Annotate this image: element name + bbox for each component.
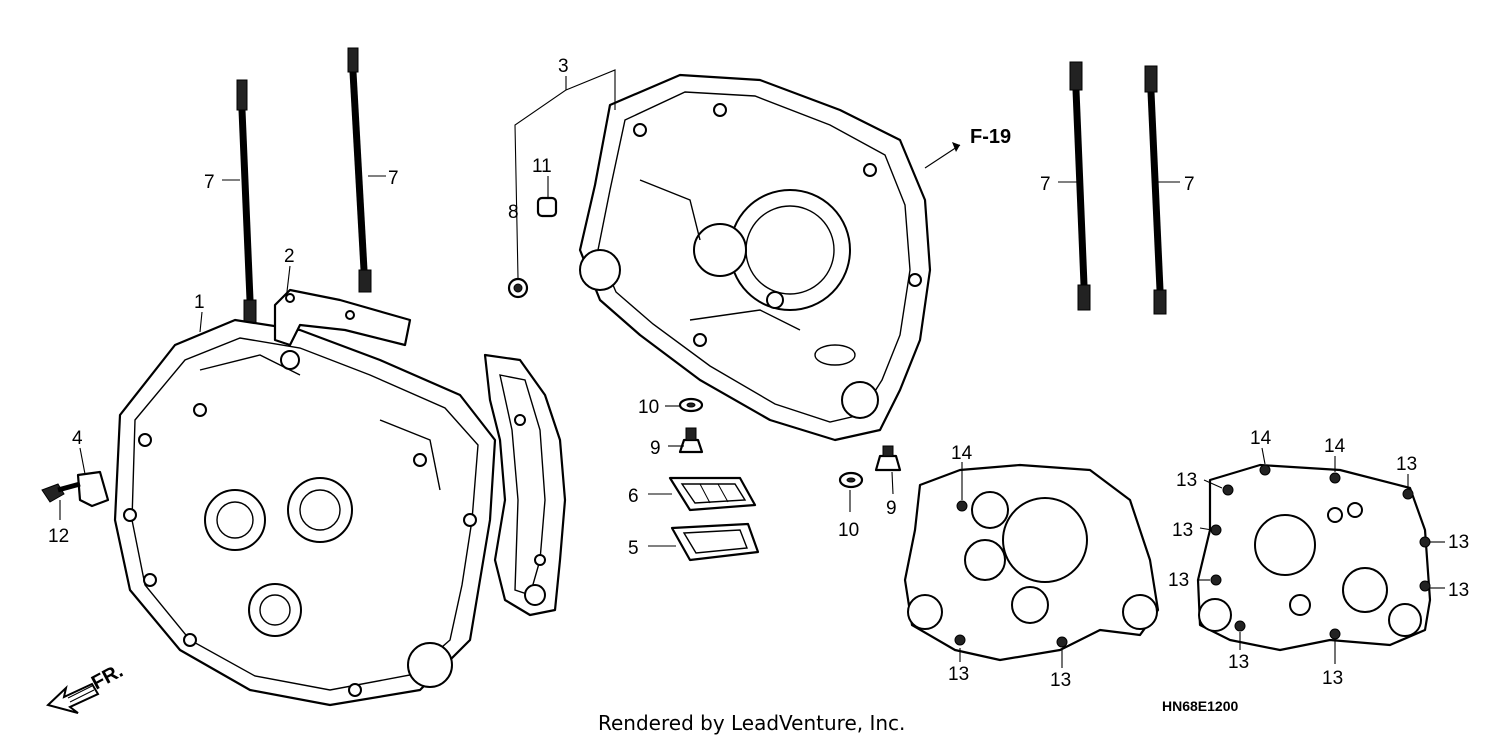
stud-bolt-right-2[interactable] [1144,65,1167,315]
diagram-code: HN68E1200 [1162,698,1238,714]
dowel-pin-11[interactable] [536,196,558,218]
callout-13: 13 [1448,532,1469,553]
stud-bolt-left-2[interactable] [347,47,372,293]
sealing-washer-10a[interactable] [678,397,704,413]
callout-labels: 7 7 7 7 2 1 4 12 3 11 8 10 9 6 5 10 9 14… [48,56,1469,691]
crankcase-gasket-plate[interactable] [273,288,412,347]
callout-7: 7 [1184,174,1195,195]
callout-13: 13 [1396,454,1417,475]
callout-2: 2 [284,246,295,267]
callout-13: 13 [1168,570,1189,591]
flange-bolt-12[interactable] [41,481,81,503]
oil-strainer-screen-6[interactable] [668,476,757,512]
sealing-washer-10b[interactable] [838,471,864,489]
callout-1: 1 [194,292,205,313]
callout-4: 4 [72,428,83,449]
callout-6: 6 [628,486,639,507]
left-crankcase[interactable] [113,318,497,707]
callout-7: 7 [204,172,215,193]
strainer-gasket-5[interactable] [670,522,760,562]
drain-bolt-9b[interactable] [874,445,902,472]
front-direction-arrow: FR. [46,660,127,714]
callout-7: 7 [1040,174,1051,195]
callout-13: 13 [1448,580,1469,601]
render-credit: Rendered by LeadVenture, Inc. [598,711,905,735]
callout-5: 5 [628,538,639,559]
callout-8: 8 [508,202,519,223]
right-crankcase[interactable] [578,73,932,442]
reference-label[interactable]: F-19 [970,126,1011,148]
callout-13: 13 [1172,520,1193,541]
callout-12: 12 [48,526,69,547]
dowel-pin-8[interactable] [507,277,529,299]
callout-13: 13 [948,664,969,685]
stud-bolt-left-1[interactable] [236,79,257,327]
callout-9: 9 [886,498,897,519]
drain-bolt-9a[interactable] [678,427,704,454]
leader-lines [59,69,1445,668]
crankcase-gasket-center[interactable] [903,463,1160,662]
small-cover[interactable] [76,470,110,508]
callout-10: 10 [638,397,659,418]
stud-bolt-right-1[interactable] [1069,61,1091,311]
callout-11: 11 [532,156,552,177]
crankcase-gasket-left[interactable] [483,353,567,617]
callout-9: 9 [650,438,661,459]
callout-13: 13 [1322,668,1343,689]
callout-14: 14 [1324,436,1346,457]
callout-14: 14 [951,443,973,464]
callout-14: 14 [1250,428,1272,449]
crankcase-gasket-right[interactable] [1196,463,1432,652]
callout-13: 13 [1176,470,1197,491]
callout-13: 13 [1050,670,1071,691]
callout-10: 10 [838,520,859,541]
callout-13: 13 [1228,652,1249,673]
callout-7: 7 [388,168,399,189]
callout-3: 3 [558,56,569,77]
